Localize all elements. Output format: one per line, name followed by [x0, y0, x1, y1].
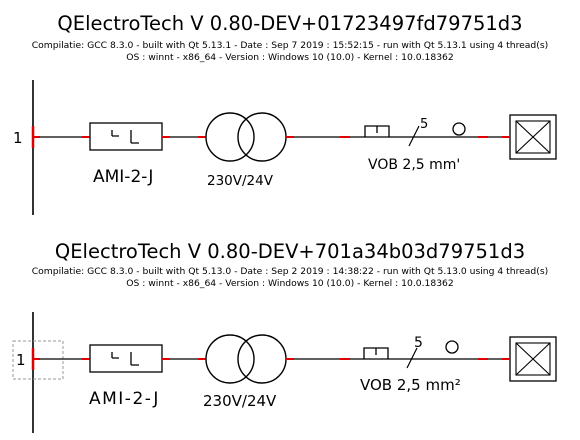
transformer-secondary-coil: [237, 334, 287, 384]
load-symbol-inner: [515, 120, 551, 154]
breaker-contact: [111, 352, 139, 366]
terminal-label: 1: [13, 129, 23, 147]
breaker-contact: [111, 130, 139, 144]
cable-symbol: [363, 347, 389, 359]
panel-title: QElectroTech V 0.80-DEV+701a34b03d79751d…: [54, 240, 526, 263]
cable-label: VOB 2,5 mm': [368, 157, 460, 173]
cable-count-tick: [408, 125, 420, 147]
transformer-primary-coil: [205, 334, 255, 384]
transformer-label: 230V/24V: [207, 173, 274, 189]
selection-box: [12, 340, 64, 380]
cable-count: 5: [414, 335, 423, 351]
load-cross: [515, 342, 551, 376]
panel-title: QElectroTech V 0.80-DEV+01723497fd79751d…: [57, 12, 523, 35]
schematic-1: 1 AMI-2-J 230V/24V 5 VOB 2,5 mm': [13, 80, 557, 215]
cable-end-circle: [452, 122, 466, 136]
build-info-line-2: OS : winnt - x86_64 - Version : Windows …: [126, 52, 454, 63]
breaker-symbol: [89, 344, 163, 373]
breaker-symbol: [89, 122, 163, 151]
build-info-line-1: Compilatie: GCC 8.3.0 - built with Qt 5.…: [31, 40, 549, 51]
cable-symbol: [364, 125, 390, 137]
cable-count-tick: [406, 347, 418, 369]
transformer-secondary-coil: [237, 112, 287, 162]
breaker-label: AMI-2-J: [89, 389, 160, 409]
schematic-2: 1 AMI-2-J 230V/24V 5 VOB 2,5 mm²: [12, 312, 557, 433]
diagram-panel-2: QElectroTech V 0.80-DEV+701a34b03d79751d…: [0, 215, 580, 433]
build-info-line-1: Compilatie: GCC 8.3.0 - built with Qt 5.…: [31, 266, 549, 277]
load-symbol-inner: [515, 342, 551, 376]
breaker-label: AMI-2-J: [93, 167, 153, 187]
cable-end-circle: [445, 340, 459, 354]
load-cross: [515, 120, 551, 154]
diagram-panel-1: QElectroTech V 0.80-DEV+01723497fd79751d…: [0, 0, 580, 215]
terminal-label: 1: [16, 351, 26, 369]
cable-count: 5: [420, 117, 428, 132]
cable-label: VOB 2,5 mm²: [360, 376, 461, 394]
transformer-label: 230V/24V: [203, 392, 277, 410]
build-info-line-2: OS : winnt - x86_64 - Version : Windows …: [126, 278, 454, 289]
transformer-primary-coil: [205, 112, 255, 162]
